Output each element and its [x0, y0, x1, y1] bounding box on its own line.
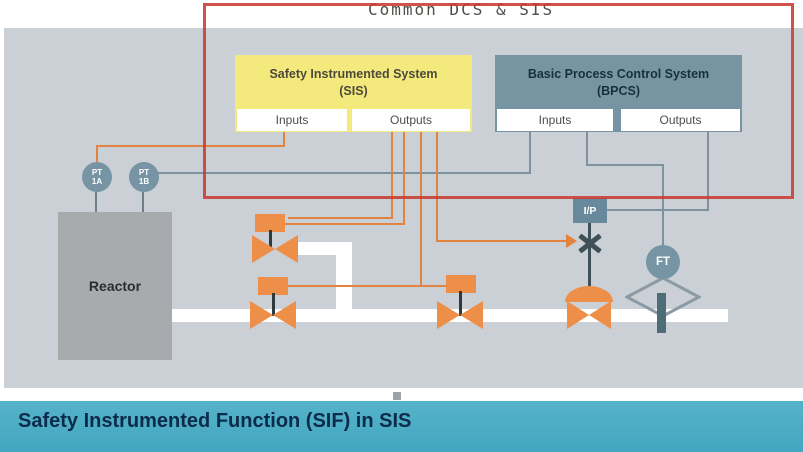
valve1-icon	[252, 235, 275, 263]
pt1a-tag-line1: PT	[91, 167, 103, 177]
valve3-icon	[460, 301, 483, 329]
bpcs-title-line1: Basic Process Control System	[527, 67, 710, 81]
slide-marker	[393, 392, 401, 400]
signal-bpcs-output-vertical	[707, 131, 709, 211]
sis-output-line1-vertical	[391, 131, 393, 219]
footer-divider	[0, 388, 803, 401]
sis-inputs-box: Inputs	[237, 109, 347, 131]
bpcs-title: Basic Process Control System (BPCS)	[495, 55, 742, 100]
transmitter-pt1a: PT 1A	[82, 162, 112, 192]
ip-converter: I/P	[573, 198, 607, 223]
sis-output-line3-vertical	[420, 131, 422, 287]
pt1a-tap-stem	[95, 192, 97, 212]
highlight-rectangle	[203, 3, 794, 199]
sis-output-line2-vertical	[403, 131, 405, 225]
ft-label: FT	[655, 256, 671, 268]
reactor-label: Reactor	[88, 278, 142, 294]
solenoid-valve-icon	[577, 233, 603, 254]
sis-output-line1-to-valve1	[288, 217, 393, 219]
footer-title-bar: Safety Instrumented Function (SIF) in SI…	[0, 401, 803, 452]
sis-title: Safety Instrumented System (SIS)	[235, 55, 472, 100]
control-valve-stem	[588, 222, 591, 290]
pt1b-tag-line1: PT	[138, 167, 150, 177]
transmitter-pt1b: PT 1B	[129, 162, 159, 192]
bypass-pipe-vertical	[336, 242, 352, 316]
valve1-icon	[275, 235, 298, 263]
control-valve-icon	[567, 301, 589, 329]
signal-pt1b-to-bpcs-vertical	[529, 131, 531, 174]
signal-ft-to-bpcs-upper	[586, 131, 588, 166]
bpcs-title-line2: (BPCS)	[596, 83, 641, 98]
orifice-plate	[657, 293, 666, 333]
valve2-actuator	[258, 277, 288, 295]
bpcs-inputs-box: Inputs	[497, 109, 613, 131]
valve1-actuator	[255, 214, 285, 232]
solenoid-arrow-icon	[566, 234, 577, 248]
signal-ft-to-bpcs-horizontal	[586, 164, 664, 166]
signal-ft-to-bpcs-lower	[662, 164, 664, 247]
sis-input-line-horizontal	[96, 145, 285, 147]
transmitter-ft: FT	[646, 245, 680, 279]
valve2-icon	[273, 301, 296, 329]
sis-input-line-to-pt1a	[96, 147, 98, 163]
sis-title-line1: Safety Instrumented System	[269, 67, 438, 81]
reactor-vessel: Reactor	[58, 212, 172, 360]
sis-outputs-box: Outputs	[352, 109, 470, 131]
signal-pt1b-to-bpcs-horizontal	[158, 172, 531, 174]
ip-label: I/P	[583, 204, 597, 217]
valve2-icon	[250, 301, 273, 329]
sis-output-line4-to-solenoid	[436, 240, 566, 242]
signal-bpcs-output-to-ip	[607, 209, 709, 211]
pt1b-tag-line2: 1B	[138, 177, 150, 186]
sis-output-line3-valve2-valve3	[288, 285, 448, 287]
pt1b-tap-stem	[142, 192, 144, 212]
valve3-icon	[437, 301, 460, 329]
sis-title-line2: (SIS)	[339, 83, 368, 98]
bpcs-outputs-box: Outputs	[621, 109, 740, 131]
slide-title: Safety Instrumented Function (SIF) in SI…	[18, 410, 412, 432]
sis-output-line2-to-valve1	[283, 223, 405, 225]
control-valve-icon	[589, 301, 611, 329]
control-valve-dome	[565, 286, 613, 302]
sis-output-line4-vertical	[436, 131, 438, 241]
sis-input-line-drop	[283, 131, 285, 147]
pt1a-tag-line2: 1A	[91, 177, 103, 186]
valve3-actuator	[446, 275, 476, 293]
